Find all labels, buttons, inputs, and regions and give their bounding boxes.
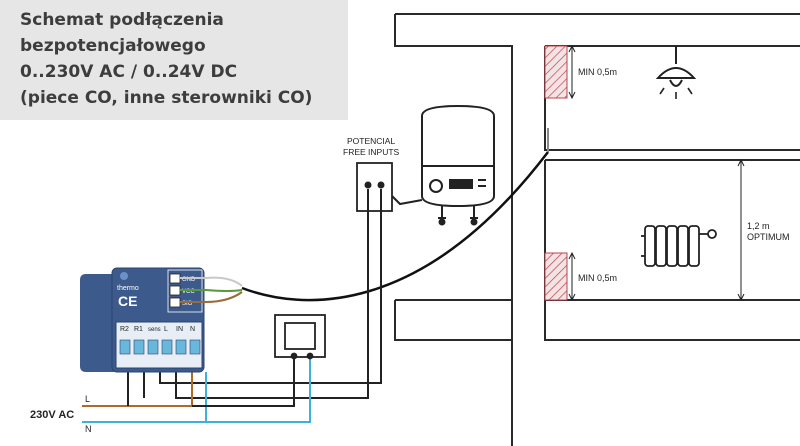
label-min-bottom: MIN 0,5m bbox=[578, 273, 617, 283]
terminal-r1: R1 bbox=[134, 326, 143, 333]
lamp-icon bbox=[655, 46, 697, 99]
terminal-in: IN bbox=[176, 326, 183, 333]
label-supply: 230V AC bbox=[30, 409, 74, 421]
terminal-l: L bbox=[164, 326, 168, 333]
sensor-cable bbox=[241, 151, 549, 302]
thermometer-icon bbox=[120, 272, 128, 280]
terminal-gnd: GND bbox=[182, 277, 196, 283]
sensor-wires bbox=[180, 276, 243, 303]
title-line-4: (piece CO, inne sterowniki CO) bbox=[20, 88, 313, 108]
label-wire-l: L bbox=[85, 394, 90, 404]
min-zone-bottom bbox=[544, 252, 568, 301]
label-height-value: 1,2 m bbox=[747, 221, 770, 231]
terminal-sens: sens bbox=[148, 327, 161, 333]
boiler-cable bbox=[391, 195, 423, 206]
label-free-inputs: FREE INPUTS bbox=[343, 147, 400, 157]
dimension-optimum bbox=[737, 158, 745, 302]
dimension-min-top bbox=[568, 44, 576, 100]
radiator-icon bbox=[641, 225, 717, 267]
terminal-n: N bbox=[190, 326, 195, 333]
building bbox=[394, 13, 800, 446]
label-min-top: MIN 0,5m bbox=[578, 67, 617, 77]
title-box: Schemat podłączenia bezpotencjałowego 0.… bbox=[0, 0, 348, 120]
boiler-icon bbox=[421, 104, 495, 226]
label-wire-n: N bbox=[85, 424, 92, 434]
title-line-3: 0..230V AC / 0..24V DC bbox=[20, 62, 238, 82]
mains-wires bbox=[82, 356, 311, 423]
min-zone-top bbox=[544, 45, 568, 99]
title-line-2: bezpotencjałowego bbox=[20, 36, 206, 56]
terminal-block-icon bbox=[356, 162, 393, 212]
device-brand: thermo bbox=[117, 285, 139, 292]
thermo-device: thermo CE GND VCC SIG R2 R1 sens L IN N bbox=[80, 267, 205, 373]
label-potencial: POTENCIAL bbox=[347, 136, 395, 146]
device-ce-mark: CE bbox=[118, 293, 137, 309]
signal-wires bbox=[159, 189, 382, 399]
terminal-sig: SIG bbox=[182, 301, 193, 307]
label-height-optimum: OPTIMUM bbox=[747, 232, 790, 242]
switch-icon bbox=[274, 314, 326, 360]
title-line-1: Schemat podłączenia bbox=[20, 10, 224, 30]
terminal-vcc: VCC bbox=[182, 289, 195, 295]
terminal-r2: R2 bbox=[120, 326, 129, 333]
dimension-min-bottom bbox=[568, 251, 576, 302]
